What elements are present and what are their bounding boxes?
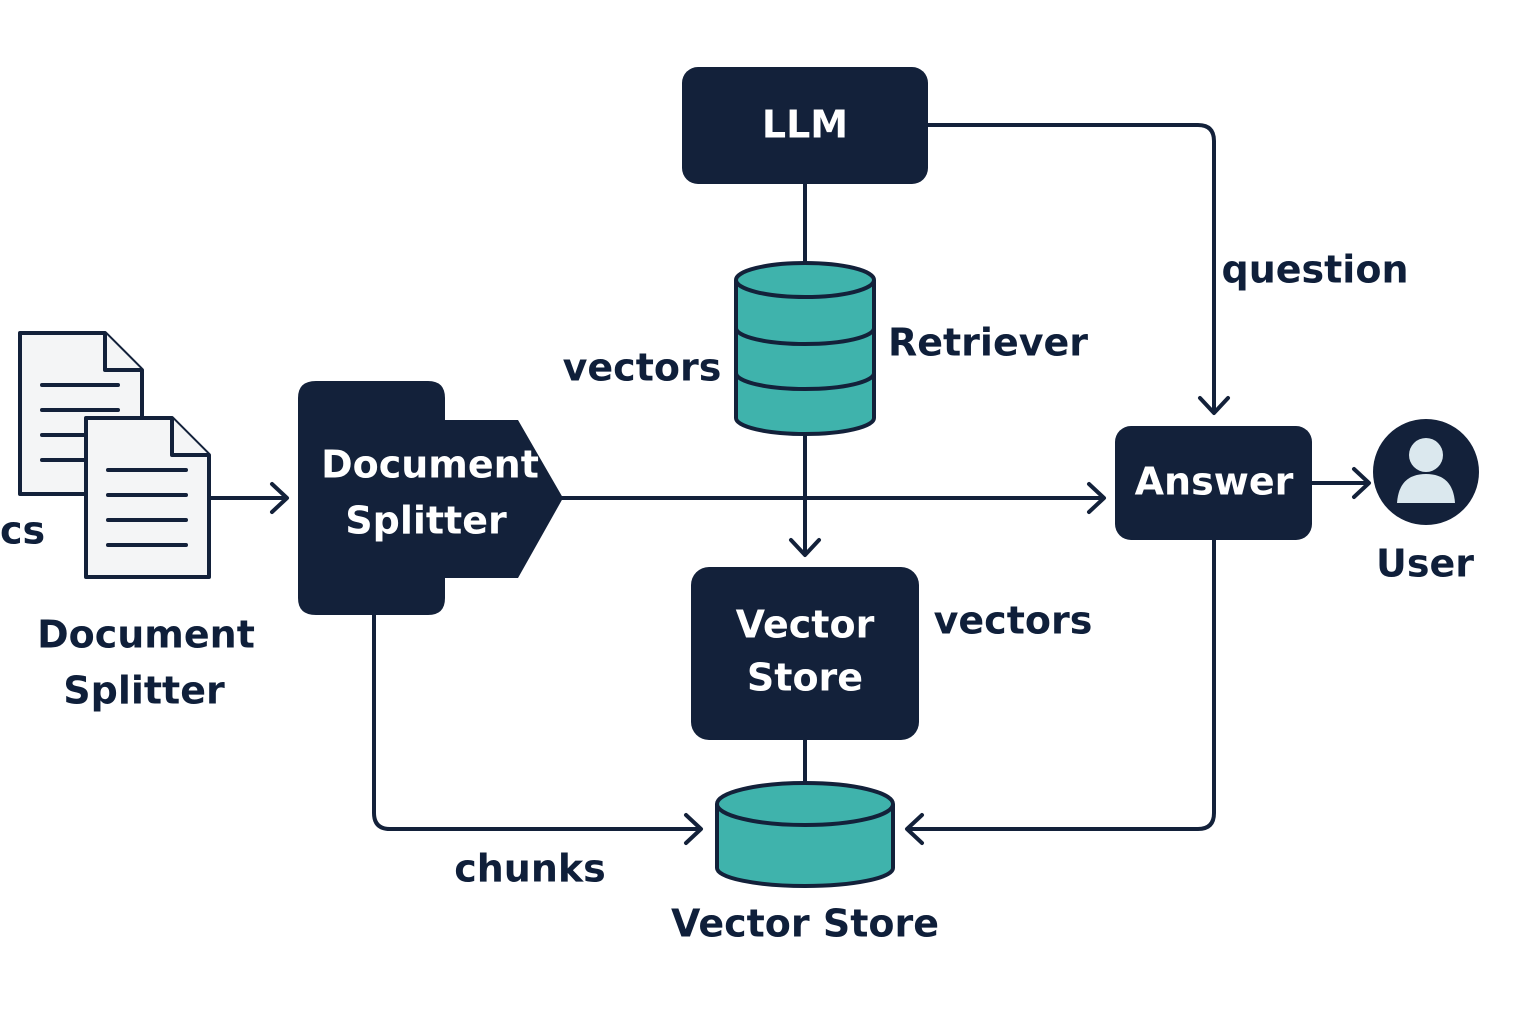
retriever-database-icon: [734, 261, 876, 436]
document-splitter-node: Document Splitter: [298, 381, 563, 615]
arrow-icon: [905, 813, 924, 845]
arrow-icon: [684, 813, 703, 845]
vectors-label-left: vectors: [563, 346, 722, 390]
vector-store-node: Vector Store: [691, 567, 919, 740]
arrow-icon: [270, 482, 289, 514]
user-label: User: [1376, 542, 1474, 586]
document-splitter-label-line2: Splitter: [345, 499, 507, 543]
vector-store-label-line1: Vector: [736, 603, 875, 647]
llm-label: LLM: [762, 103, 848, 147]
answer-node: Answer: [1115, 426, 1312, 540]
document-splitter-caption-line2: Splitter: [63, 669, 225, 713]
vectors-label-right: vectors: [934, 599, 1093, 643]
document-splitter-label-line1: Document: [321, 443, 539, 487]
arrow-icon: [789, 538, 821, 557]
edge-llm-to-answer: [926, 123, 1216, 414]
arrow-icon: [1352, 467, 1371, 499]
document-icon: [84, 416, 211, 579]
arrow-icon: [1198, 396, 1230, 415]
edge-answer-to-vector-store: [906, 538, 1216, 831]
answer-label: Answer: [1135, 460, 1294, 504]
user-icon: [1373, 419, 1479, 525]
llm-node: LLM: [682, 67, 928, 184]
question-label: question: [1222, 248, 1409, 292]
chunks-label: chunks: [454, 847, 606, 891]
documents-label-partial: cs: [0, 509, 45, 553]
edge-splitter-to-vector-store: [372, 613, 702, 831]
retriever-label: Retriever: [888, 321, 1088, 365]
vector-store-label-line2: Store: [747, 656, 863, 700]
vector-store-caption: Vector Store: [671, 902, 939, 946]
vector-store-database-icon: [715, 781, 895, 888]
arrow-icon: [1087, 482, 1106, 514]
document-splitter-caption-line1: Document: [37, 613, 255, 657]
